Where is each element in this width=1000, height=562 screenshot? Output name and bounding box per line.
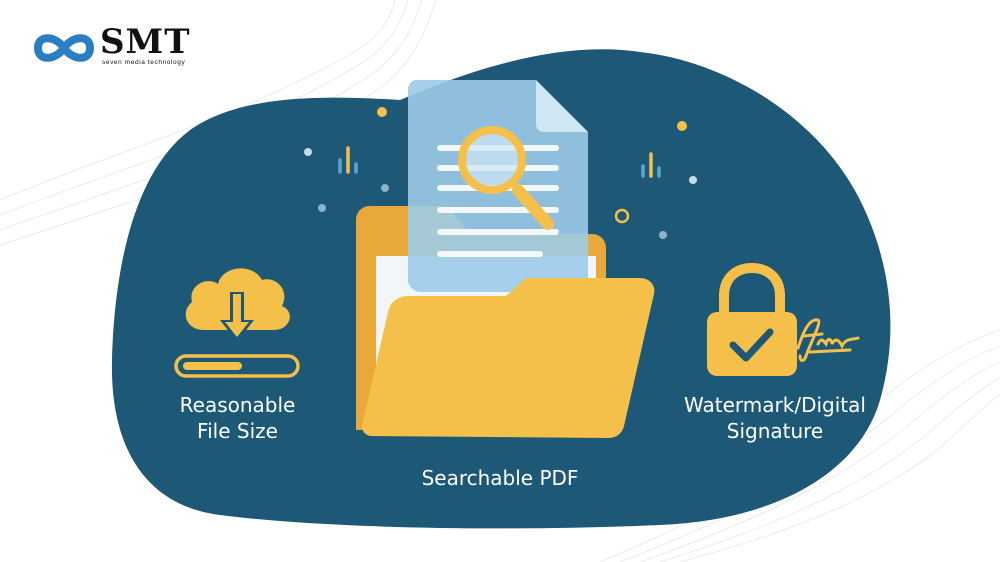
infinity-logo-icon	[33, 34, 95, 62]
sparkle-ring	[614, 208, 630, 224]
folder-front	[362, 278, 655, 438]
progress-bar-fill	[183, 362, 242, 370]
signature-icon	[796, 318, 860, 362]
feature-signature-line1: Watermark/Digital	[684, 393, 866, 417]
sparkle-dot	[318, 204, 326, 212]
feature-searchable-pdf-label: Searchable PDF	[421, 466, 579, 490]
magnifier-icon	[458, 126, 554, 230]
progress-bar-icon	[174, 354, 300, 378]
sparkle-dot	[689, 176, 697, 184]
padlock-icon	[707, 262, 797, 376]
feature-file-size-line2: File Size	[197, 419, 278, 443]
sparkle-dot	[377, 107, 387, 117]
brand-logo: SMT seven media technology	[30, 22, 190, 72]
feature-signature-label: Watermark/Digital Signature	[655, 392, 895, 444]
feature-file-size-label: Reasonable File Size	[150, 392, 325, 444]
checkmark-icon	[729, 328, 774, 362]
logo-tagline: seven media technology	[102, 59, 186, 66]
feature-signature-line2: Signature	[726, 419, 824, 443]
sparkle-bars	[338, 146, 661, 178]
logo-wordmark: SMT	[100, 22, 191, 62]
cloud-download-icon	[185, 268, 290, 342]
sparkle-dot	[659, 231, 667, 239]
sparkle-dot	[381, 184, 389, 192]
feature-file-size-line1: Reasonable	[179, 393, 296, 417]
sparkle-dot	[304, 148, 312, 156]
sparkle-dot	[677, 121, 687, 131]
